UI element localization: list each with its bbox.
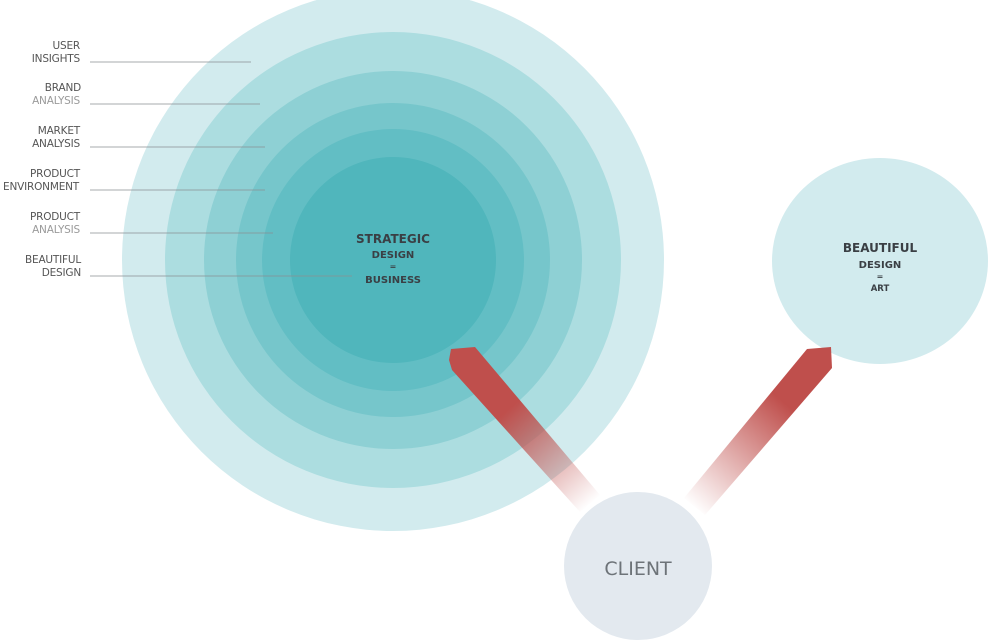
beautiful-title: BEAUTIFUL	[843, 241, 918, 255]
client-label: CLIENT	[604, 558, 672, 580]
label-user: USER	[53, 40, 80, 52]
label-product: PRODUCT	[30, 168, 81, 180]
label-environment: ENVIRONMENT	[3, 181, 80, 193]
beautiful-circle	[772, 158, 988, 364]
ring-core	[290, 157, 496, 363]
beautiful-equals: =	[877, 272, 884, 281]
label-beautiful: BEAUTIFUL	[25, 254, 81, 266]
label-product-2: PRODUCT	[30, 211, 81, 223]
beautiful-art: ART	[871, 284, 890, 294]
label-insights: INSIGHTS	[32, 53, 81, 65]
label-brand-analysis: ANALYSIS	[32, 95, 80, 107]
strategic-equals: =	[390, 262, 397, 271]
label-market-analysis: ANALYSIS	[32, 138, 80, 150]
strategic-title: STRATEGIC	[356, 232, 430, 246]
strategic-rings	[122, 0, 664, 531]
label-brand: BRAND	[45, 82, 81, 94]
strategic-design: DESIGN	[372, 250, 415, 261]
arrow-to-strategic	[449, 347, 600, 512]
arrow-to-beautiful	[684, 347, 832, 515]
label-product-analysis: ANALYSIS	[32, 224, 80, 236]
beautiful-design: DESIGN	[859, 260, 902, 271]
label-market: MARKET	[38, 125, 81, 137]
label-lines	[90, 61, 352, 277]
strategic-business: BUSINESS	[365, 275, 421, 286]
client-circle	[564, 492, 712, 640]
label-design: DESIGN	[42, 267, 81, 279]
